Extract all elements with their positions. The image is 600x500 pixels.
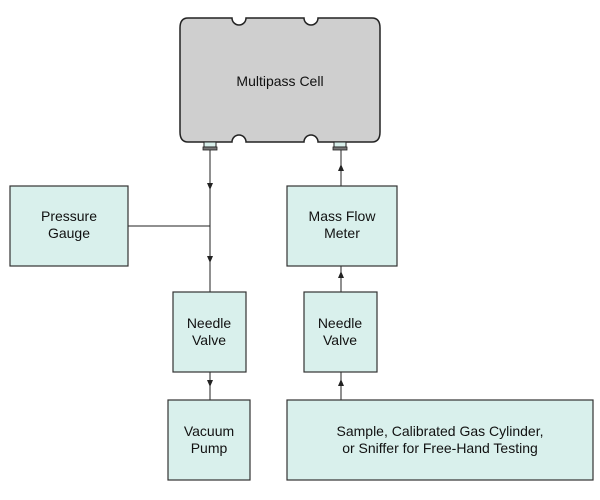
mass-flow-meter-label-line1: Mass Flow <box>309 208 377 224</box>
vacuum-pump-label-line2: Pump <box>191 440 228 456</box>
arrow-up-upper <box>338 164 344 171</box>
arrow-down-upper <box>207 183 213 190</box>
pressure-gauge-box: Pressure Gauge <box>9 185 129 267</box>
arrow-up-middle <box>338 271 344 278</box>
sample-source-label-line1: Sample, Calibrated Gas Cylinder, <box>337 423 544 439</box>
arrowheads <box>207 164 344 387</box>
pressure-gauge-label-line2: Gauge <box>48 225 90 241</box>
needle-valve-left-box: Needle Valve <box>172 291 247 373</box>
multipass-cell: Multipass Cell <box>179 17 381 143</box>
sample-source-box: Sample, Calibrated Gas Cylinder, or Snif… <box>286 399 594 481</box>
needle-valve-right-label-line1: Needle <box>318 315 363 331</box>
arrow-up-lower <box>338 379 344 386</box>
sample-source-label-line2: or Sniffer for Free-Hand Testing <box>342 440 538 456</box>
needle-valve-left-label-line2: Valve <box>192 332 226 348</box>
needle-valve-right-box: Needle Valve <box>303 291 378 373</box>
pressure-gauge-label-line1: Pressure <box>41 208 97 224</box>
multipass-cell-label: Multipass Cell <box>236 73 323 89</box>
vacuum-pump-label-line1: Vacuum <box>184 423 234 439</box>
arrow-down-lower <box>207 380 213 387</box>
needle-valve-left-label-line1: Needle <box>187 315 232 331</box>
right-port <box>332 141 348 151</box>
left-port <box>202 141 218 151</box>
multipass-cell-body <box>179 17 381 143</box>
needle-valve-right-label-line2: Valve <box>323 332 357 348</box>
arrow-down-middle <box>207 256 213 263</box>
mass-flow-meter-label-line2: Meter <box>324 225 360 241</box>
vacuum-pump-box: Vacuum Pump <box>167 399 251 481</box>
mass-flow-meter-box: Mass Flow Meter <box>286 185 398 267</box>
